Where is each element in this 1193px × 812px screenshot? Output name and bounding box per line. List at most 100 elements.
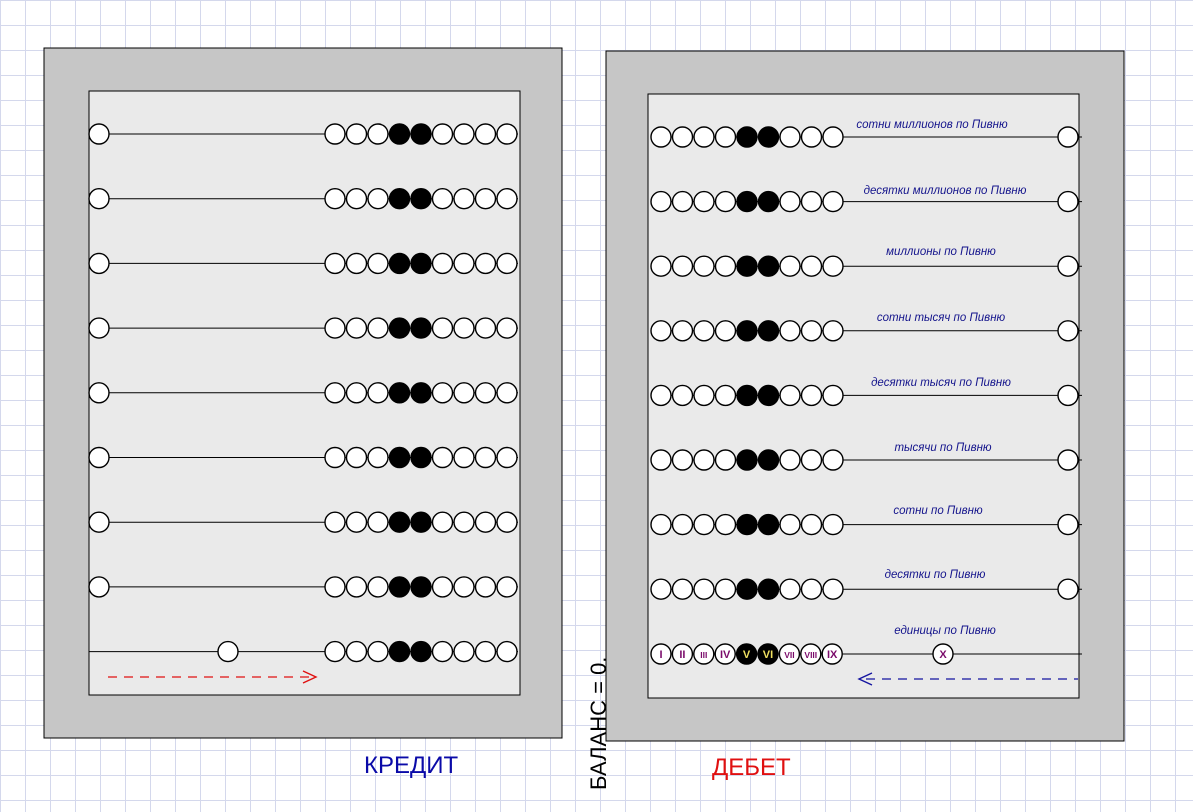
bead-empty [822, 190, 844, 213]
bead-empty [474, 252, 497, 275]
rod-label: сотни миллионов по Пивню [856, 119, 1008, 131]
rod-label: единицы по Пивню [894, 625, 996, 637]
bead-filled [736, 320, 758, 342]
bead-filled [757, 190, 780, 213]
balance-label: БАЛАНС = 0. [586, 656, 611, 790]
bead-empty [367, 511, 389, 533]
bead-empty [324, 382, 346, 404]
roman-numeral: X [939, 649, 947, 661]
bead-empty [714, 578, 737, 600]
bead-empty [822, 255, 844, 277]
credit-rod [88, 187, 518, 210]
bead-empty [345, 123, 368, 145]
bead-filled [410, 252, 432, 275]
roman-numeral: VII [784, 650, 794, 660]
credit-abacus [43, 47, 563, 739]
bead-empty [671, 320, 694, 342]
bead-empty [324, 187, 346, 210]
credit-label: КРЕДИТ [364, 752, 459, 779]
bead-empty [431, 187, 454, 210]
roman-bead-empty: III [693, 643, 715, 665]
bead-empty [474, 382, 497, 404]
bead-empty [693, 126, 715, 148]
bead-empty [324, 446, 346, 469]
bead-empty [714, 384, 737, 407]
bead-empty [800, 578, 823, 600]
bead-empty [693, 190, 715, 213]
bead-empty [474, 123, 497, 145]
bead-empty [431, 511, 454, 533]
bead-empty [822, 578, 844, 600]
debit-rod: сотни тысяч по Пивню [650, 312, 1082, 342]
bead-empty [453, 446, 475, 469]
bead-empty [453, 576, 475, 598]
bead-empty [324, 576, 346, 598]
roman-numeral: V [743, 649, 751, 661]
bead-filled [388, 187, 411, 210]
bead-empty [367, 640, 389, 663]
bead-empty [714, 126, 737, 148]
bead-empty [324, 252, 346, 275]
rod-label: десятки тысяч по Пивню [871, 377, 1011, 389]
bead-filled [757, 578, 780, 600]
bead-empty [453, 382, 475, 404]
roman-bead-empty: VIII [800, 643, 822, 665]
bead-empty [822, 126, 844, 148]
bead-filled [736, 255, 758, 277]
credit-arrow [108, 670, 318, 684]
bead-empty [496, 382, 518, 404]
bead-empty [367, 446, 389, 469]
debit-rod: тысячи по Пивню [650, 442, 1082, 471]
bead-filled [736, 190, 758, 213]
roman-bead-empty: IV [714, 643, 736, 665]
bead-empty [779, 578, 801, 600]
credit-rod [88, 252, 518, 275]
bead-empty [345, 317, 368, 339]
bead-filled [388, 640, 411, 663]
roman-bead-empty: II [671, 643, 694, 665]
roman-numeral: III [700, 650, 707, 660]
bead-empty [367, 187, 389, 210]
bead-empty [453, 252, 475, 275]
bead-filled [757, 513, 780, 536]
bead-empty [345, 640, 368, 663]
bead-filled [757, 384, 780, 407]
bead-empty [88, 446, 110, 469]
bead-empty [1057, 578, 1079, 600]
bead-empty [671, 449, 694, 471]
roman-bead-empty: IX [821, 643, 843, 665]
bead-empty [714, 513, 737, 536]
roman-numeral: VI [763, 649, 773, 661]
bead-empty [88, 511, 110, 533]
bead-empty [800, 513, 823, 536]
bead-filled [410, 317, 432, 339]
bead-empty [474, 576, 497, 598]
bead-empty [453, 640, 475, 663]
bead-filled [410, 576, 432, 598]
debit-rod: десятки тысяч по Пивню [650, 377, 1082, 407]
bead-empty [453, 317, 475, 339]
roman-bead-filled: VI [757, 643, 779, 665]
bead-empty [474, 640, 497, 663]
bead-empty [800, 255, 823, 277]
bead-empty [714, 190, 737, 213]
bead-empty [453, 187, 475, 210]
bead-empty [1057, 513, 1079, 536]
bead-empty [800, 190, 823, 213]
bead-empty [345, 382, 368, 404]
bead-empty [671, 190, 694, 213]
bead-empty [671, 126, 694, 148]
debit-arrow [857, 672, 1078, 686]
bead-filled [736, 449, 758, 471]
bead-filled [388, 446, 411, 469]
credit-rod [89, 640, 518, 663]
debit-rod: сотни миллионов по Пивню [650, 119, 1082, 148]
bead-empty [693, 578, 715, 600]
bead-empty [650, 320, 672, 342]
bead-empty [324, 317, 346, 339]
debit-rod: сотни по Пивню [650, 505, 1082, 536]
bead-empty [345, 446, 368, 469]
